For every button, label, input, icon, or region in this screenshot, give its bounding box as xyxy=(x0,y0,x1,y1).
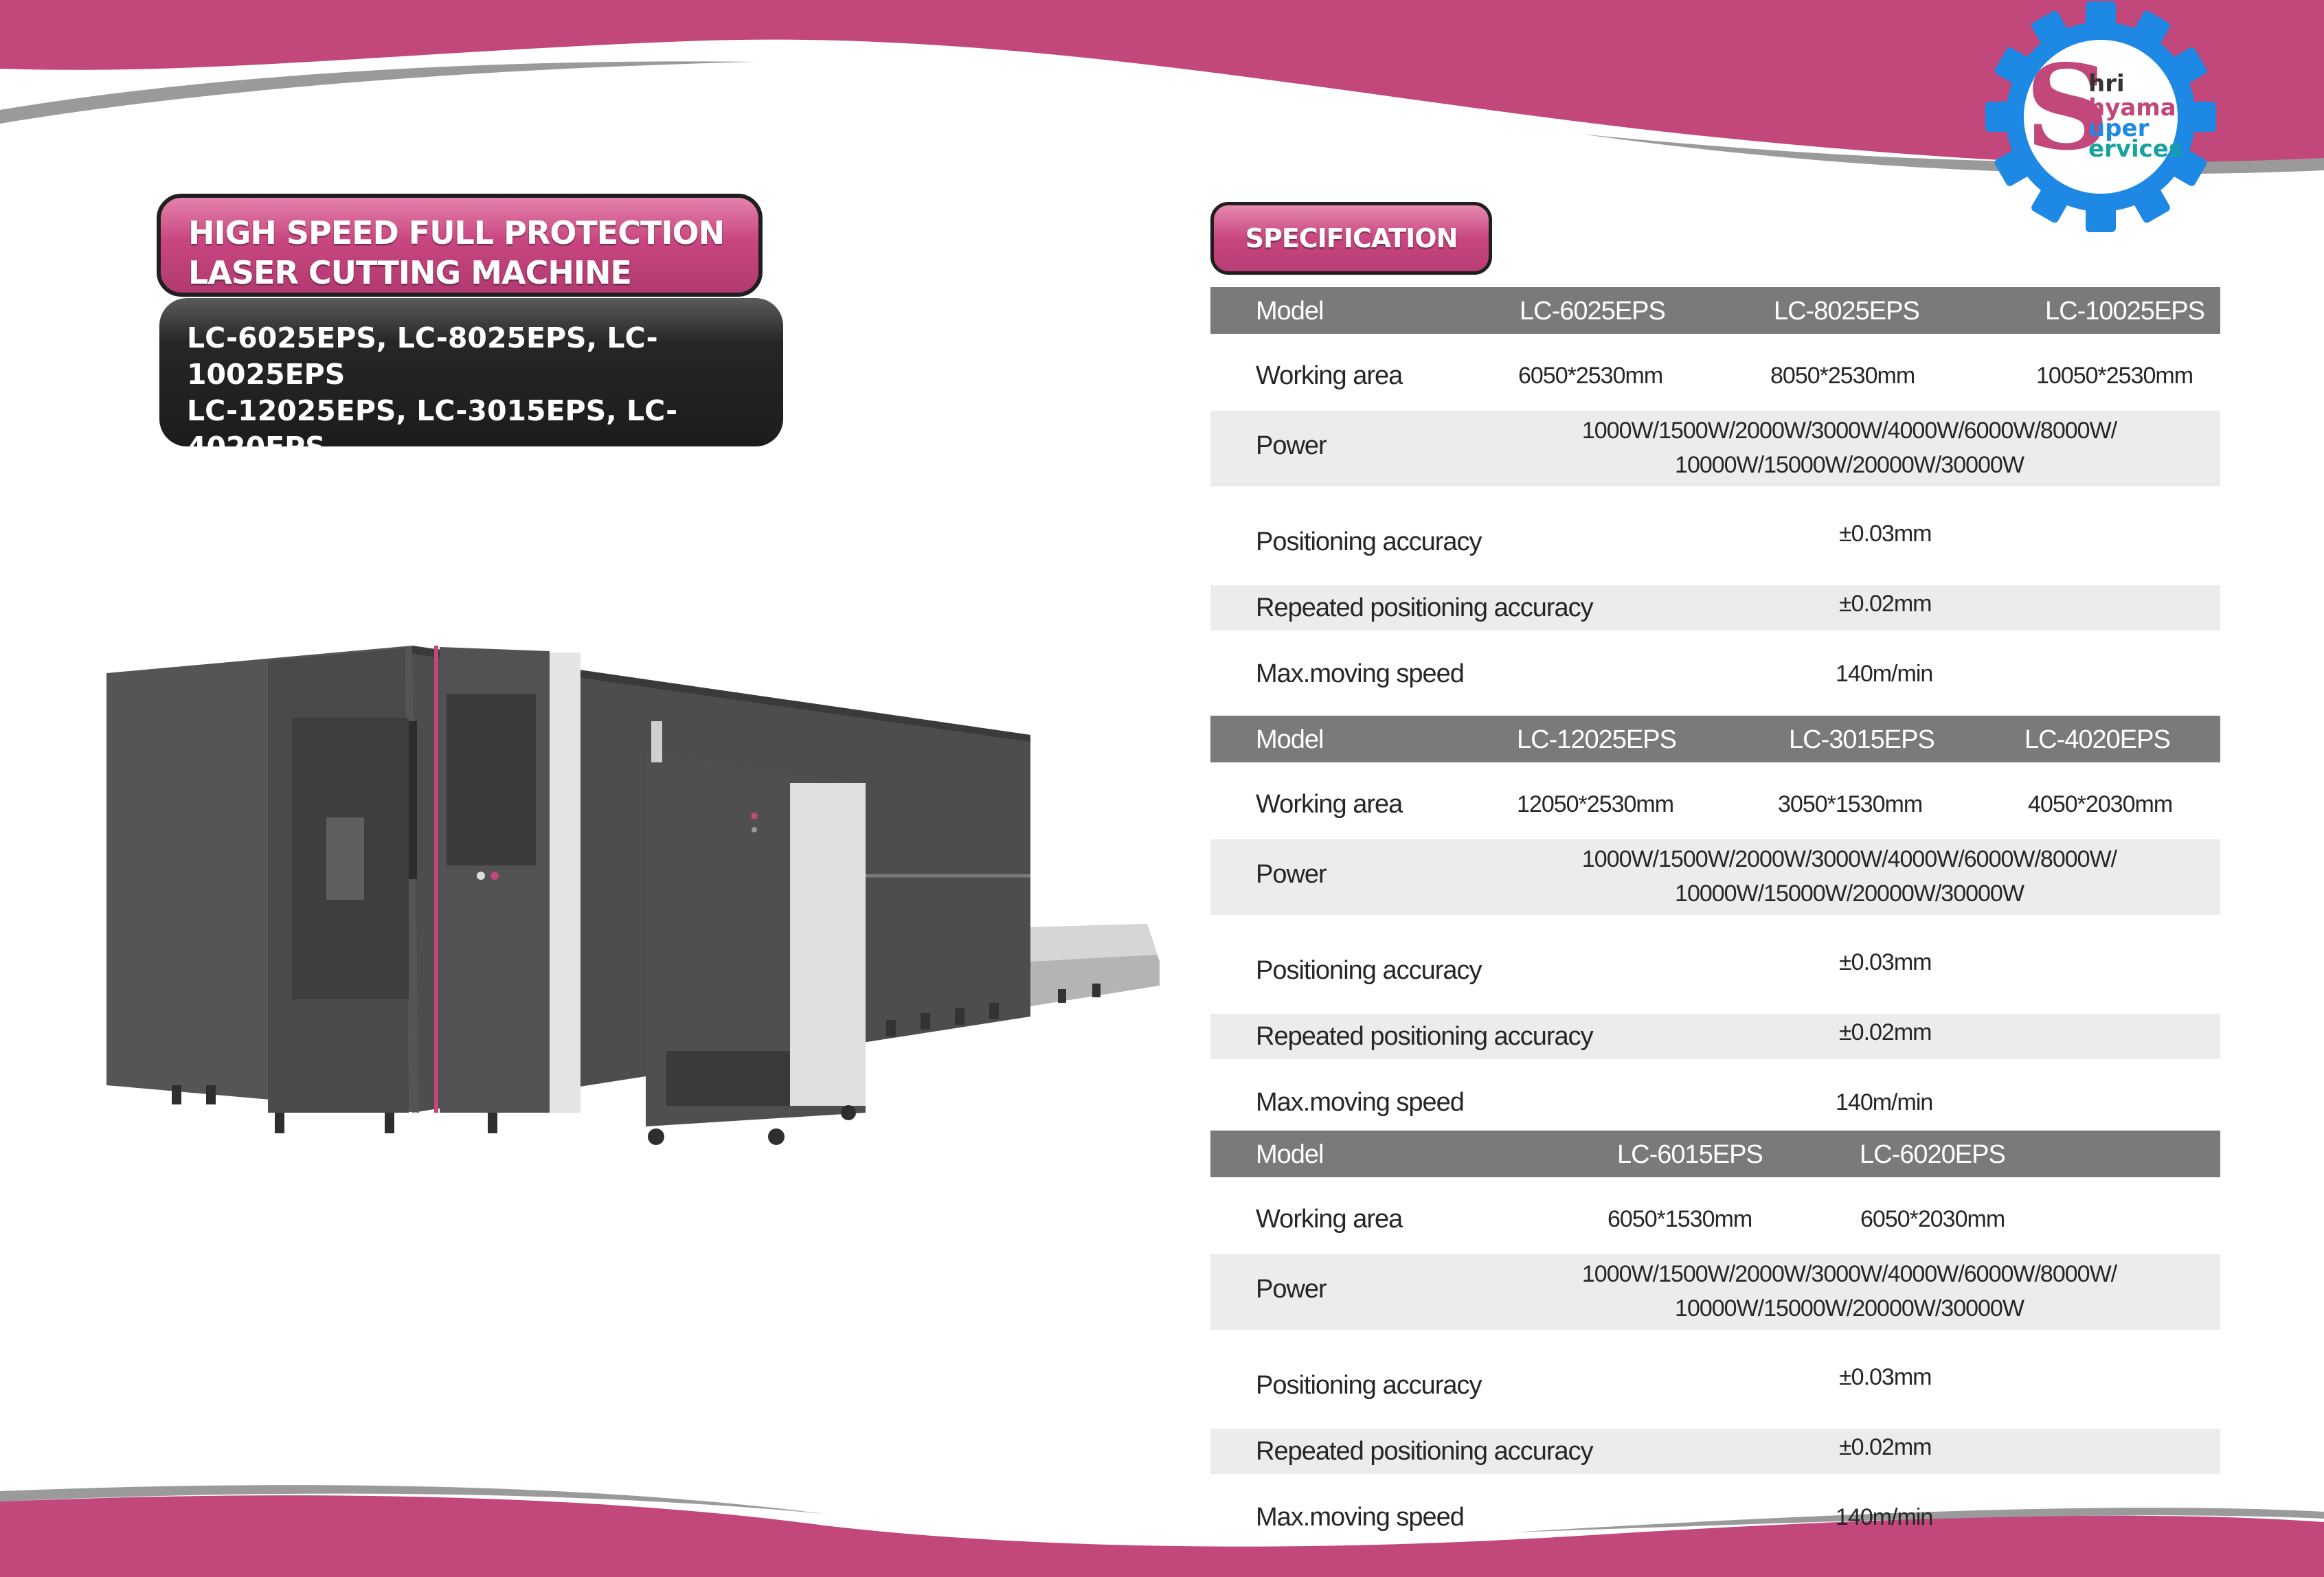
working-area-value: 3050*1530mm xyxy=(1778,791,1923,817)
repeated-positioning-accuracy-value: ±0.02mm xyxy=(1839,1019,1932,1045)
specification-badge: SPECIFICATION xyxy=(1210,202,1492,275)
model-name: LC-12025EPS xyxy=(1517,725,1677,754)
power-value-line-2: 10000W/15000W/20000W/30000W xyxy=(1675,452,2024,478)
brand-logo: S hri hyama uper ervices xyxy=(1984,0,2218,234)
logo-line-3: uper xyxy=(2088,115,2150,142)
models-line-1: LC-6025EPS, LC-8025EPS, LC-10025EPS xyxy=(187,321,658,391)
repeated-positioning-accuracy-label: Repeated positioning accuracy xyxy=(1256,593,1594,622)
bottom-wave-decoration xyxy=(0,1485,2324,1577)
max-moving-speed-value: 140m/min xyxy=(1836,1504,1933,1530)
model-name: LC-6025EPS xyxy=(1520,297,1666,326)
models-list-badge: LC-6025EPS, LC-8025EPS, LC-10025EPS LC-1… xyxy=(159,298,783,500)
working-area-value: 10050*2530mm xyxy=(2036,363,2193,389)
working-area-label: Working area xyxy=(1256,361,1403,390)
positioning-accuracy-value: ±0.03mm xyxy=(1839,949,1932,975)
table-3-speed-row: Max.moving speed 140m/min xyxy=(1210,1489,2220,1544)
working-area-label: Working area xyxy=(1256,790,1403,819)
table-3-positioning-row: Positioning accuracy ±0.03mm xyxy=(1210,1352,2220,1414)
table-2-working-area-row: Working area 12050*2530mm 3050*1530mm 40… xyxy=(1210,772,2220,834)
title-line-2: LASER CUTTING MACHINE xyxy=(188,254,632,291)
working-area-value: 8050*2530mm xyxy=(1770,363,1915,389)
title-line-1: HIGH SPEED FULL PROTECTION xyxy=(188,214,725,251)
laser-cutting-machine-image xyxy=(106,646,1160,1145)
logo-line-2: hyama xyxy=(2088,94,2176,122)
models-line-3: LC-6015EPS, LC-6020EPS xyxy=(187,467,587,500)
table-2-repeated-row: Repeated positioning accuracy ±0.02mm xyxy=(1210,1014,2220,1059)
model-name: LC-3015EPS xyxy=(1789,725,1935,754)
repeated-positioning-accuracy-label: Repeated positioning accuracy xyxy=(1256,1022,1594,1051)
positioning-accuracy-label: Positioning accuracy xyxy=(1256,527,1482,556)
working-area-value: 12050*2530mm xyxy=(1517,791,1674,817)
table-3-working-area-row: Working area 6050*1530mm 6050*2030mm xyxy=(1210,1187,2220,1249)
table-2-speed-row: Max.moving speed 140m/min xyxy=(1210,1074,2220,1129)
power-value-line-2: 10000W/15000W/20000W/30000W xyxy=(1675,1295,2024,1321)
model-name: LC-8025EPS xyxy=(1774,297,1920,326)
logo-line-4: ervices xyxy=(2088,135,2183,163)
table-1-power-row: Power 1000W/1500W/2000W/3000W/4000W/6000… xyxy=(1210,411,2220,486)
gear-icon xyxy=(1985,1,2216,232)
table-2-header-row: Model LC-12025EPS LC-3015EPS LC-4020EPS xyxy=(1210,716,2220,762)
max-moving-speed-label: Max.moving speed xyxy=(1256,659,1465,688)
power-label: Power xyxy=(1256,860,1327,889)
logo-letter: S xyxy=(2025,39,2110,177)
working-area-value: 4050*2030mm xyxy=(2028,791,2173,817)
product-title-badge: HIGH SPEED FULL PROTECTION LASER CUTTING… xyxy=(157,194,763,297)
working-area-label: Working area xyxy=(1256,1205,1403,1234)
power-value-line-2: 10000W/15000W/20000W/30000W xyxy=(1675,881,2024,907)
table-2-positioning-row: Positioning accuracy ±0.03mm xyxy=(1210,937,2220,999)
table-3-power-row: Power 1000W/1500W/2000W/3000W/4000W/6000… xyxy=(1210,1254,2220,1330)
table-3-repeated-row: Repeated positioning accuracy ±0.02mm xyxy=(1210,1429,2220,1474)
positioning-accuracy-value: ±0.03mm xyxy=(1839,521,1932,547)
model-label: Model xyxy=(1256,725,1324,754)
power-value-line-1: 1000W/1500W/2000W/3000W/4000W/6000W/8000… xyxy=(1581,846,2117,872)
repeated-positioning-accuracy-label: Repeated positioning accuracy xyxy=(1256,1437,1594,1466)
model-name: LC-6020EPS xyxy=(1860,1140,2006,1169)
table-2-power-row: Power 1000W/1500W/2000W/3000W/4000W/6000… xyxy=(1210,839,2220,915)
table-1-header-row: Model LC-6025EPS LC-8025EPS LC-10025EPS xyxy=(1210,287,2220,334)
table-1-working-area-row: Working area 6050*2530mm 8050*2530mm 100… xyxy=(1210,343,2220,405)
power-value-line-1: 1000W/1500W/2000W/3000W/4000W/6000W/8000… xyxy=(1581,418,2117,444)
power-label: Power xyxy=(1256,1275,1327,1304)
positioning-accuracy-label: Positioning accuracy xyxy=(1256,1371,1482,1400)
working-area-value: 6050*1530mm xyxy=(1607,1206,1752,1232)
max-moving-speed-label: Max.moving speed xyxy=(1256,1088,1465,1117)
model-name: LC-6015EPS xyxy=(1617,1140,1763,1169)
top-wave-decoration xyxy=(0,0,2324,174)
table-1-repeated-row: Repeated positioning accuracy ±0.02mm xyxy=(1210,585,2220,631)
power-label: Power xyxy=(1256,431,1327,460)
max-moving-speed-value: 140m/min xyxy=(1836,1089,1933,1115)
model-name: LC-4020EPS xyxy=(2024,725,2171,754)
model-label: Model xyxy=(1256,1140,1324,1169)
model-name: LC-10025EPS xyxy=(2045,297,2205,326)
table-1-speed-row: Max.moving speed 140m/min xyxy=(1210,646,2220,701)
repeated-positioning-accuracy-value: ±0.02mm xyxy=(1839,1434,1932,1460)
repeated-positioning-accuracy-value: ±0.02mm xyxy=(1839,591,1932,617)
positioning-accuracy-value: ±0.03mm xyxy=(1839,1364,1932,1390)
table-3-header-row: Model LC-6015EPS LC-6020EPS xyxy=(1210,1131,2220,1177)
table-1-positioning-row: Positioning accuracy ±0.03mm xyxy=(1210,508,2220,570)
logo-line-1: hri xyxy=(2088,70,2125,98)
max-moving-speed-label: Max.moving speed xyxy=(1256,1503,1465,1532)
working-area-value: 6050*2030mm xyxy=(1860,1206,2005,1232)
positioning-accuracy-label: Positioning accuracy xyxy=(1256,956,1482,985)
power-value-line-1: 1000W/1500W/2000W/3000W/4000W/6000W/8000… xyxy=(1581,1261,2117,1287)
max-moving-speed-value: 140m/min xyxy=(1836,661,1933,687)
model-label: Model xyxy=(1256,297,1324,326)
working-area-value: 6050*2530mm xyxy=(1518,363,1663,389)
specification-heading: SPECIFICATION xyxy=(1245,223,1458,253)
models-line-2: LC-12025EPS, LC-3015EPS, LC-4020EPS xyxy=(187,394,678,464)
